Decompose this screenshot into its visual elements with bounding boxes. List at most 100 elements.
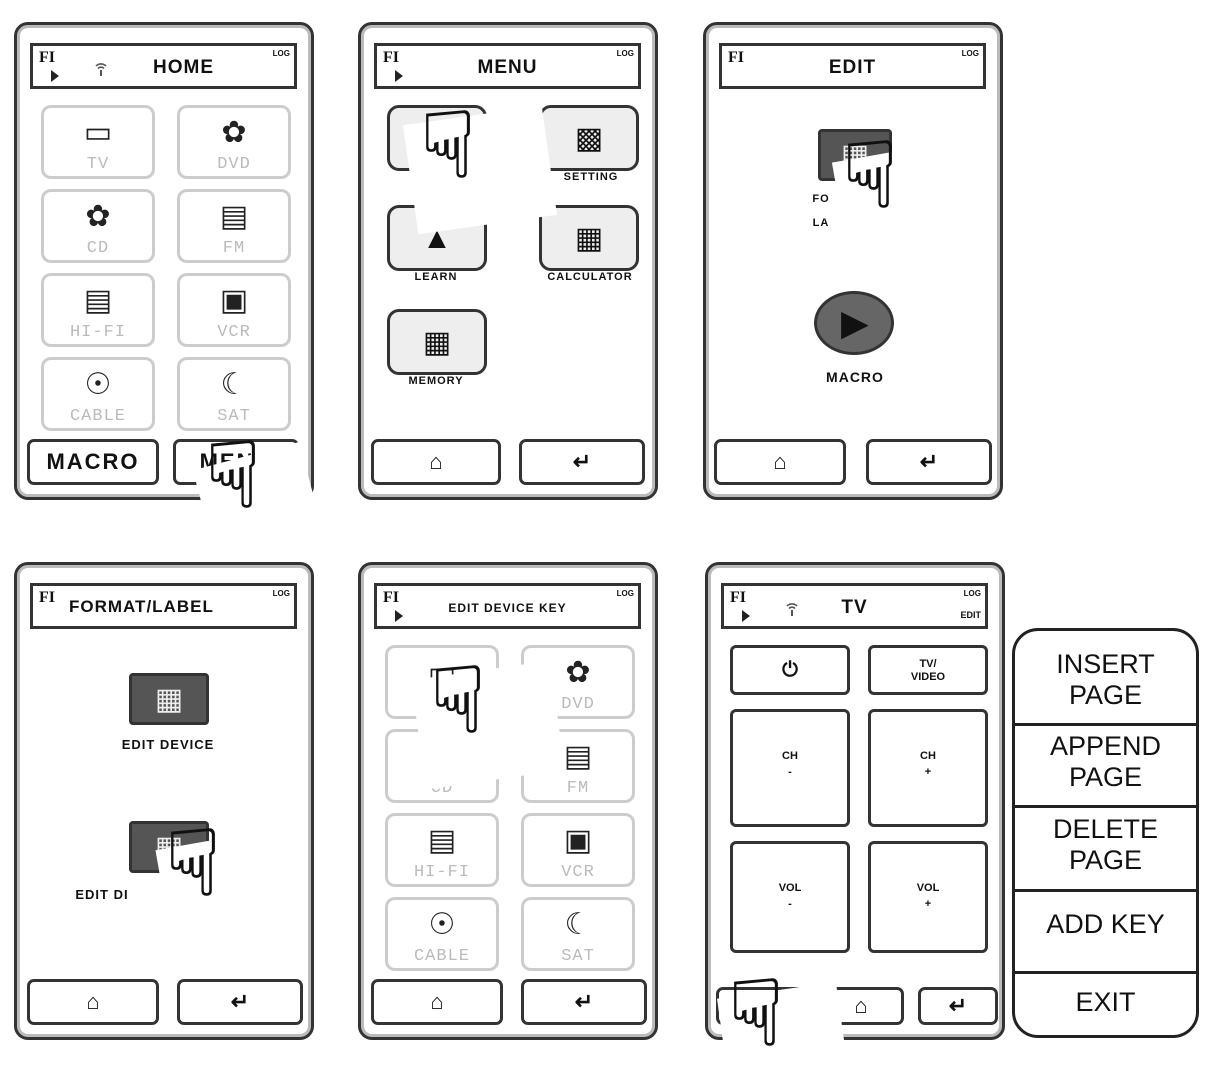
device-hifi[interactable]: ▤HI-FI: [385, 813, 499, 887]
channel-down-button[interactable]: CH -: [730, 709, 850, 827]
device-hifi[interactable]: ▤HI-FI: [41, 273, 155, 347]
macro-button[interactable]: MACRO: [27, 439, 159, 485]
device-vcr[interactable]: ▣ VCR: [177, 273, 291, 347]
battery-indicator: LOG: [961, 49, 979, 58]
fi-indicator: FI: [39, 589, 55, 606]
page-title: FORMAT/LABEL: [69, 597, 214, 616]
play-arrow-icon: [51, 70, 59, 82]
memory-icon: ▦: [422, 326, 452, 359]
append-page-item[interactable]: APPEND PAGE: [1049, 731, 1162, 792]
globe-icon: ☉: [428, 908, 456, 941]
power-button[interactable]: ⏻: [730, 645, 850, 695]
edit-key-label: EDIT DI: [75, 887, 129, 902]
learn-label: LEARN: [414, 271, 458, 283]
title-bar: FI EDIT LOG: [719, 43, 986, 89]
device-cable[interactable]: ☉ CABLE: [385, 897, 499, 971]
device-sat[interactable]: ☾SAT: [521, 897, 635, 971]
battery-indicator: LOG: [272, 49, 290, 58]
exit-item[interactable]: EXIT: [1075, 987, 1136, 1017]
device-label: VCR: [561, 863, 595, 882]
satellite-icon: ☾: [220, 368, 248, 401]
menu-divider: [1015, 971, 1196, 974]
pointing-hand-icon: ☟: [419, 95, 477, 197]
device-dvd[interactable]: ✿DVD: [177, 105, 291, 179]
macro-label: MACRO: [826, 369, 884, 385]
vcr-icon: ▣: [219, 284, 249, 317]
fi-indicator: FI: [383, 49, 399, 66]
macro-play-button[interactable]: ▶: [814, 291, 894, 355]
pointing-hand-icon: ☟: [841, 125, 899, 227]
fi-indicator: FI: [383, 589, 399, 606]
device-label: CABLE: [413, 947, 470, 966]
back-button[interactable]: ↵: [918, 987, 998, 1025]
play-arrow-icon: [742, 610, 750, 622]
title-bar: FI FORMAT/LABEL LOG: [30, 583, 297, 629]
device-label: DVD: [561, 695, 595, 714]
volume-up-button[interactable]: VOL +: [868, 841, 988, 953]
page-title: EDIT: [828, 57, 877, 78]
device-tv[interactable]: ▭ TV: [41, 105, 155, 179]
settings-icon: ▩: [574, 122, 604, 155]
tv-icon: ▭: [83, 116, 113, 149]
radio-icon: ▤: [563, 740, 593, 773]
title-bar: FI TV LOG EDIT: [721, 583, 988, 629]
screen-format-label: FI FORMAT/LABEL LOG ▦ EDIT DEVICE ▦ EDIT…: [14, 562, 314, 1040]
antenna-icon: [786, 603, 798, 616]
format-label-text-1: FO: [812, 193, 830, 205]
edit-context-menu: INSERT PAGE APPEND PAGE DELETE PAGE ADD …: [1012, 628, 1199, 1038]
home-button[interactable]: ⌂: [371, 979, 503, 1025]
device-label: FM: [566, 779, 590, 798]
channel-up-button[interactable]: CH +: [868, 709, 988, 827]
device-sat[interactable]: ☾SAT: [177, 357, 291, 431]
format-label-text-2: LA: [812, 217, 830, 229]
delete-page-item[interactable]: DELETE PAGE: [1052, 814, 1159, 875]
add-key-item[interactable]: ADD KEY: [1046, 909, 1165, 939]
pointing-hand-icon: ☟: [727, 963, 785, 1065]
edit-device-icon-button[interactable]: ▦: [129, 673, 209, 725]
memory-label: MEMORY: [408, 375, 464, 387]
insert-page-item[interactable]: INSERT PAGE: [1056, 649, 1155, 710]
home-button[interactable]: ⌂: [371, 439, 501, 485]
device-label: VCR: [217, 323, 251, 342]
antenna-icon: [95, 63, 107, 76]
battery-indicator: LOG: [272, 589, 290, 598]
back-button[interactable]: ↵: [519, 439, 645, 485]
volume-down-button[interactable]: VOL -: [730, 841, 850, 953]
fi-indicator: FI: [728, 49, 744, 66]
radio-icon: ▤: [219, 200, 249, 233]
vcr-icon: ▣: [563, 824, 593, 857]
return-arrow-icon: ↵: [919, 449, 939, 474]
device-label: TV: [86, 155, 110, 174]
home-button[interactable]: ⌂: [714, 439, 846, 485]
globe-icon: ☉: [84, 368, 112, 401]
disc-icon: ✿: [85, 200, 111, 233]
device-cable[interactable]: ☉ CABLE: [41, 357, 155, 431]
back-button[interactable]: ↵: [177, 979, 303, 1025]
page-title: MENU: [477, 57, 538, 78]
setting-icon-button[interactable]: ▩: [539, 105, 639, 171]
hifi-icon: ▤: [427, 824, 457, 857]
device-vcr[interactable]: ▣ VCR: [521, 813, 635, 887]
screen-edit: FI EDIT LOG ▦ FO LA ▶ MACRO ⌂ ↵: [703, 22, 1003, 500]
disc-icon: ✿: [221, 116, 247, 149]
device-label: HI-FI: [69, 323, 126, 342]
return-arrow-icon: ↵: [574, 989, 594, 1014]
device-cd[interactable]: ✿CD: [41, 189, 155, 263]
device-label: CABLE: [69, 407, 126, 426]
calculator-icon-button[interactable]: ▦: [539, 205, 639, 271]
back-button[interactable]: ↵: [866, 439, 992, 485]
setting-label: SETTING: [563, 171, 619, 183]
tv-video-button[interactable]: TV/ VIDEO: [868, 645, 988, 695]
memory-icon-button[interactable]: ▦: [387, 309, 487, 375]
home-icon: ⌂: [429, 449, 443, 474]
page-title: EDIT DEVICE KEY: [448, 601, 567, 615]
battery-indicator: LOG: [616, 49, 634, 58]
page-title: HOME: [153, 57, 214, 78]
edit-device-icon: ▦: [154, 683, 184, 716]
pointing-hand-icon: ☟: [204, 425, 262, 527]
back-button[interactable]: ↵: [521, 979, 647, 1025]
play-icon: ▶: [841, 302, 869, 343]
fi-indicator: FI: [730, 589, 746, 606]
home-button[interactable]: ⌂: [27, 979, 159, 1025]
device-fm[interactable]: ▤FM: [177, 189, 291, 263]
